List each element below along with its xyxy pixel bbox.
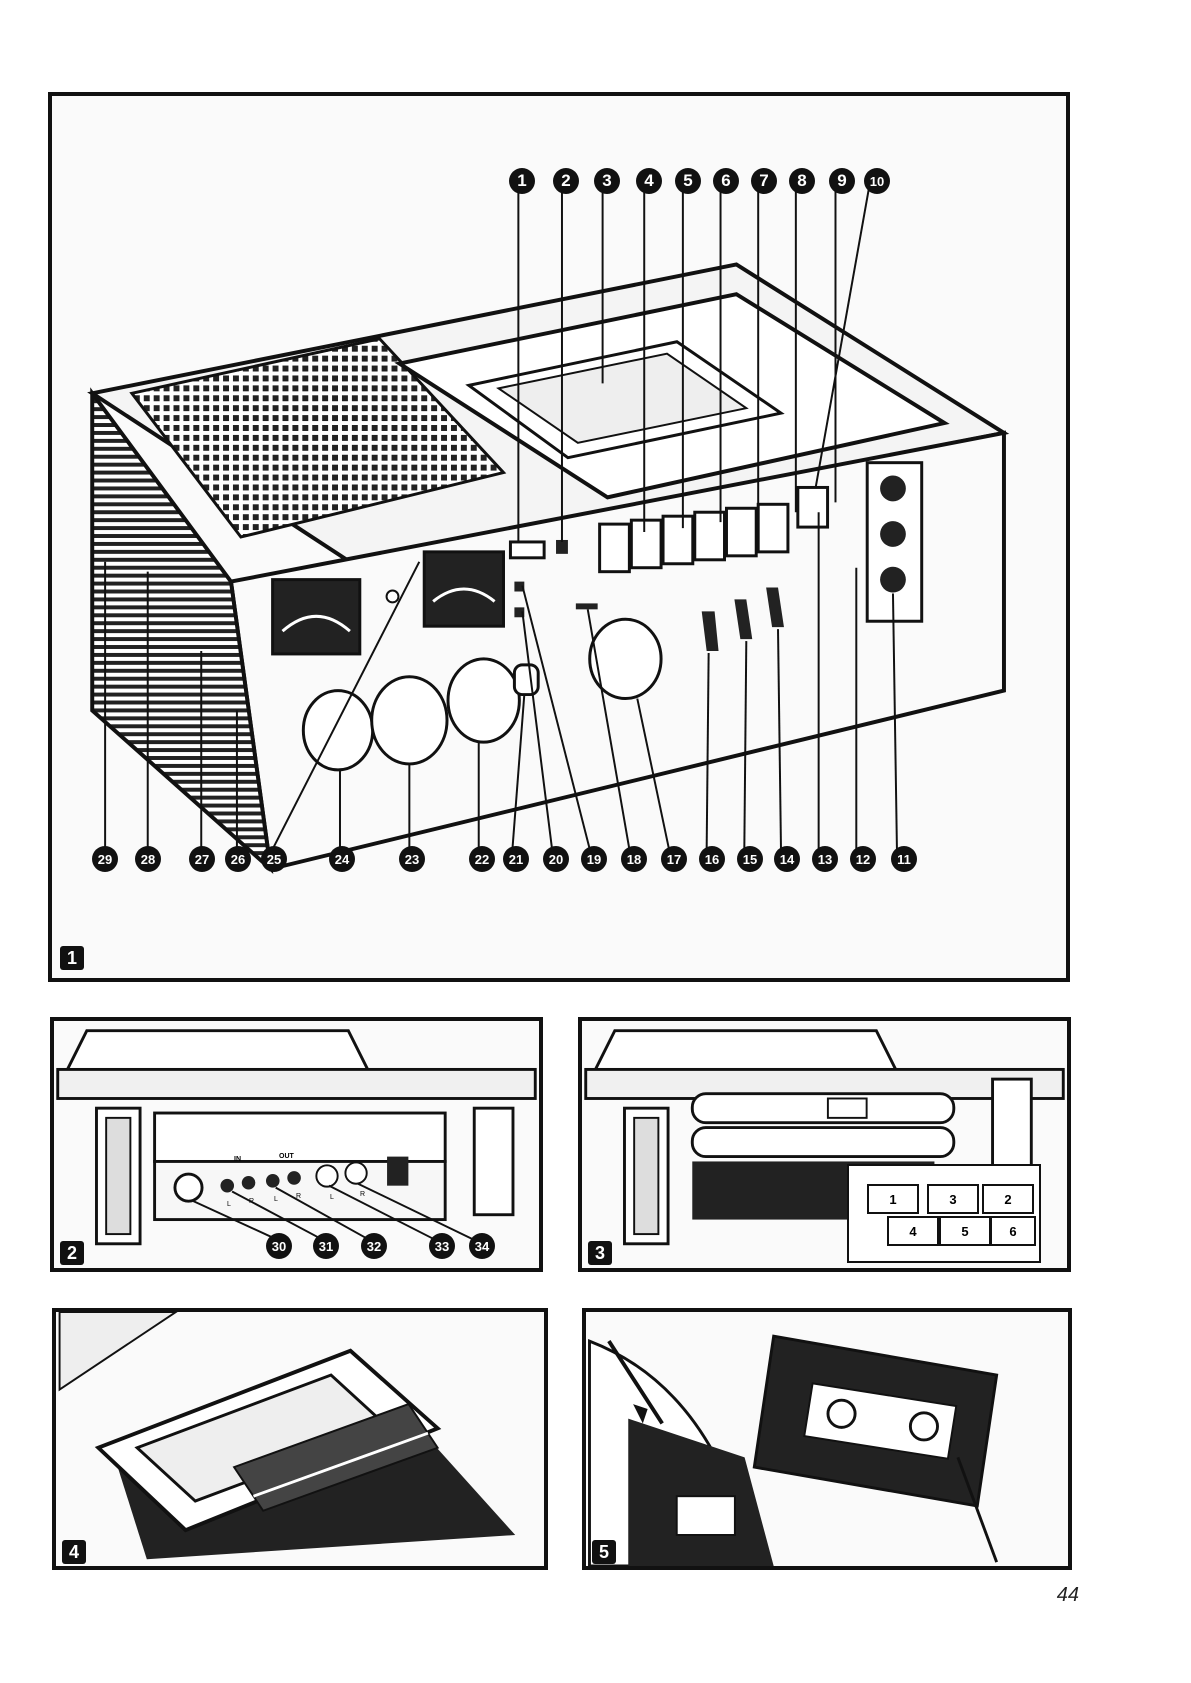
jack-label-l2: L: [274, 1196, 278, 1203]
callout-10: 10: [864, 168, 890, 194]
jack-13: [880, 567, 906, 593]
battery-slot-6: 6: [990, 1216, 1036, 1246]
callout-15: 15: [737, 846, 763, 872]
callout-16: 16: [699, 846, 725, 872]
callout-30: 30: [266, 1233, 292, 1259]
callout-11: 11: [891, 846, 917, 872]
battery-slot-5: 5: [939, 1216, 991, 1246]
callout-1: 1: [509, 168, 535, 194]
jack-label-r3: R: [360, 1191, 365, 1198]
figure-3-panel: 1 3 2 4 5 6 3: [578, 1017, 1071, 1272]
callout-29: 29: [92, 846, 118, 872]
callout-22: 22: [469, 846, 495, 872]
callout-34: 34: [469, 1233, 495, 1259]
callout-6: 6: [713, 168, 739, 194]
figure-label-4: 4: [62, 1540, 86, 1564]
callout-17: 17: [661, 846, 687, 872]
jack-11: [880, 476, 906, 502]
figure-5-panel: 5: [582, 1308, 1072, 1570]
callout-5: 5: [675, 168, 701, 194]
battery-slot-1: 1: [867, 1184, 919, 1214]
callout-19: 19: [581, 846, 607, 872]
figure-1-panel: 1 2 3 4 5 6 7 8 9 10 29 28 27 26 25 24 2…: [48, 92, 1070, 982]
callout-18: 18: [621, 846, 647, 872]
jack-label-l3: L: [330, 1194, 334, 1201]
rear-panel-illustration: [54, 1021, 539, 1268]
battery-slot-2: 2: [982, 1184, 1034, 1214]
jack-label-out: OUT: [279, 1153, 294, 1160]
callout-23: 23: [399, 846, 425, 872]
figure-label-2: 2: [60, 1241, 84, 1265]
callout-20: 20: [543, 846, 569, 872]
din-socket: [175, 1174, 202, 1201]
callout-3: 3: [594, 168, 620, 194]
callout-26: 26: [225, 846, 251, 872]
callout-9: 9: [829, 168, 855, 194]
callout-25: 25: [261, 846, 287, 872]
callout-8: 8: [789, 168, 815, 194]
page-number: 44: [1057, 1584, 1079, 1607]
callout-7: 7: [751, 168, 777, 194]
callout-21: 21: [503, 846, 529, 872]
callout-33: 33: [429, 1233, 455, 1259]
jack-label-in: IN: [234, 1156, 241, 1163]
callout-27: 27: [189, 846, 215, 872]
callout-28: 28: [135, 846, 161, 872]
callout-13: 13: [812, 846, 838, 872]
cassette-insertion-illustration: [56, 1312, 544, 1566]
cassette-cleaning-illustration: [586, 1312, 1068, 1566]
callout-2: 2: [553, 168, 579, 194]
figure-4-panel: 4: [52, 1308, 548, 1570]
figure-label-5: 5: [592, 1540, 616, 1564]
figure-2-panel: IN OUT L R L R L R 30 31 32 33 34 2: [50, 1017, 543, 1272]
battery-slot-3: 3: [927, 1184, 979, 1214]
battery-slot-4: 4: [887, 1216, 939, 1246]
tape-counter: [510, 542, 544, 558]
callout-24: 24: [329, 846, 355, 872]
figure-label-3: 3: [588, 1241, 612, 1265]
jack-label-r2: R: [296, 1193, 301, 1200]
callout-12: 12: [850, 846, 876, 872]
figure-label-1: 1: [60, 946, 84, 970]
callout-31: 31: [313, 1233, 339, 1259]
callout-14: 14: [774, 846, 800, 872]
callout-4: 4: [636, 168, 662, 194]
jack-label-r1: R: [249, 1198, 254, 1205]
jack-label-l1: L: [227, 1201, 231, 1208]
jack-12: [880, 521, 906, 547]
callout-32: 32: [361, 1233, 387, 1259]
